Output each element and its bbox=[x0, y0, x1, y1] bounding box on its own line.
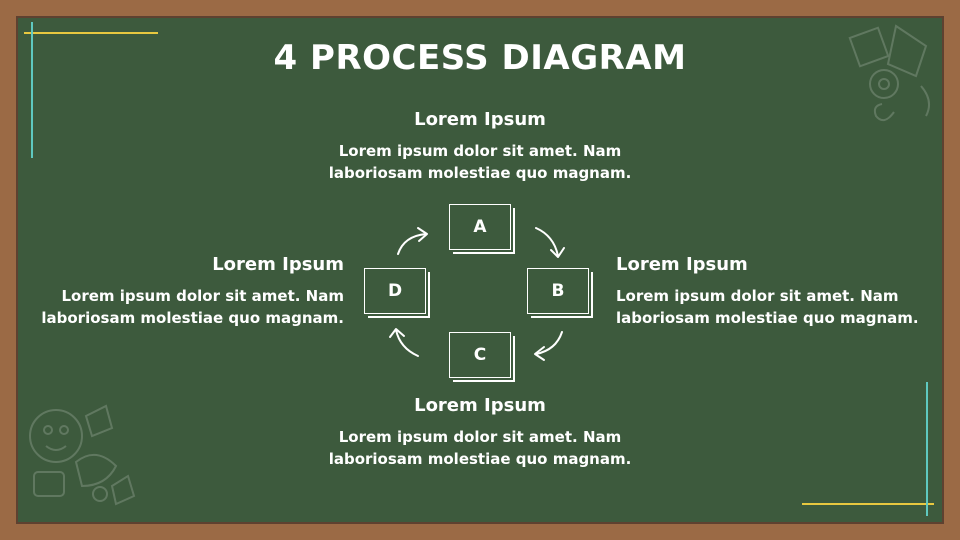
text-block-left: Lorem Ipsum Lorem ipsum dolor sit amet. … bbox=[30, 253, 344, 329]
block-heading: Lorem Ipsum bbox=[212, 254, 344, 275]
block-line: laboriosam molestiae quo magnam. bbox=[616, 309, 919, 327]
block-heading: Lorem Ipsum bbox=[414, 109, 546, 130]
process-node-a: A bbox=[449, 204, 511, 250]
block-line: laboriosam molestiae quo magnam. bbox=[328, 450, 632, 468]
chalkboard: 4 PROCESS DIAGRAM A B C D Lorem Ipsum Lo… bbox=[16, 16, 944, 524]
text-block-right: Lorem Ipsum Lorem ipsum dolor sit amet. … bbox=[616, 253, 926, 329]
doodle-icon-top-right bbox=[848, 24, 931, 122]
doodle-icon-bottom-left bbox=[29, 404, 136, 506]
text-block-bottom: Lorem Ipsum Lorem ipsum dolor sit amet. … bbox=[280, 394, 680, 470]
block-line: laboriosam molestiae quo magnam. bbox=[41, 309, 344, 327]
arrow-a-to-b-icon bbox=[535, 227, 559, 257]
block-line: Lorem ipsum dolor sit amet. Nam bbox=[61, 287, 344, 305]
block-line: Lorem ipsum dolor sit amet. Nam bbox=[616, 287, 899, 305]
block-line: Lorem ipsum dolor sit amet. Nam bbox=[338, 428, 622, 446]
process-node-c: C bbox=[449, 332, 511, 378]
block-body: Lorem ipsum dolor sit amet. Nam laborios… bbox=[616, 285, 926, 329]
text-block-top: Lorem Ipsum Lorem ipsum dolor sit amet. … bbox=[280, 108, 680, 184]
arrow-c-to-d-icon bbox=[395, 329, 419, 357]
cycle-arrows bbox=[389, 227, 565, 361]
process-node-d: D bbox=[364, 268, 426, 314]
block-body: Lorem ipsum dolor sit amet. Nam laborios… bbox=[280, 426, 680, 470]
arrow-b-to-c-icon bbox=[535, 331, 563, 355]
block-body: Lorem ipsum dolor sit amet. Nam laborios… bbox=[30, 285, 344, 329]
block-line: Lorem ipsum dolor sit amet. Nam bbox=[338, 142, 622, 160]
block-line: laboriosam molestiae quo magnam. bbox=[328, 164, 632, 182]
board-decorations bbox=[24, 22, 934, 516]
process-node-b: B bbox=[527, 268, 589, 314]
block-heading: Lorem Ipsum bbox=[414, 395, 546, 416]
arrow-d-to-a-icon bbox=[397, 233, 427, 255]
block-heading: Lorem Ipsum bbox=[616, 254, 748, 275]
page-title: 4 PROCESS DIAGRAM bbox=[273, 38, 687, 78]
block-body: Lorem ipsum dolor sit amet. Nam laborios… bbox=[280, 140, 680, 184]
